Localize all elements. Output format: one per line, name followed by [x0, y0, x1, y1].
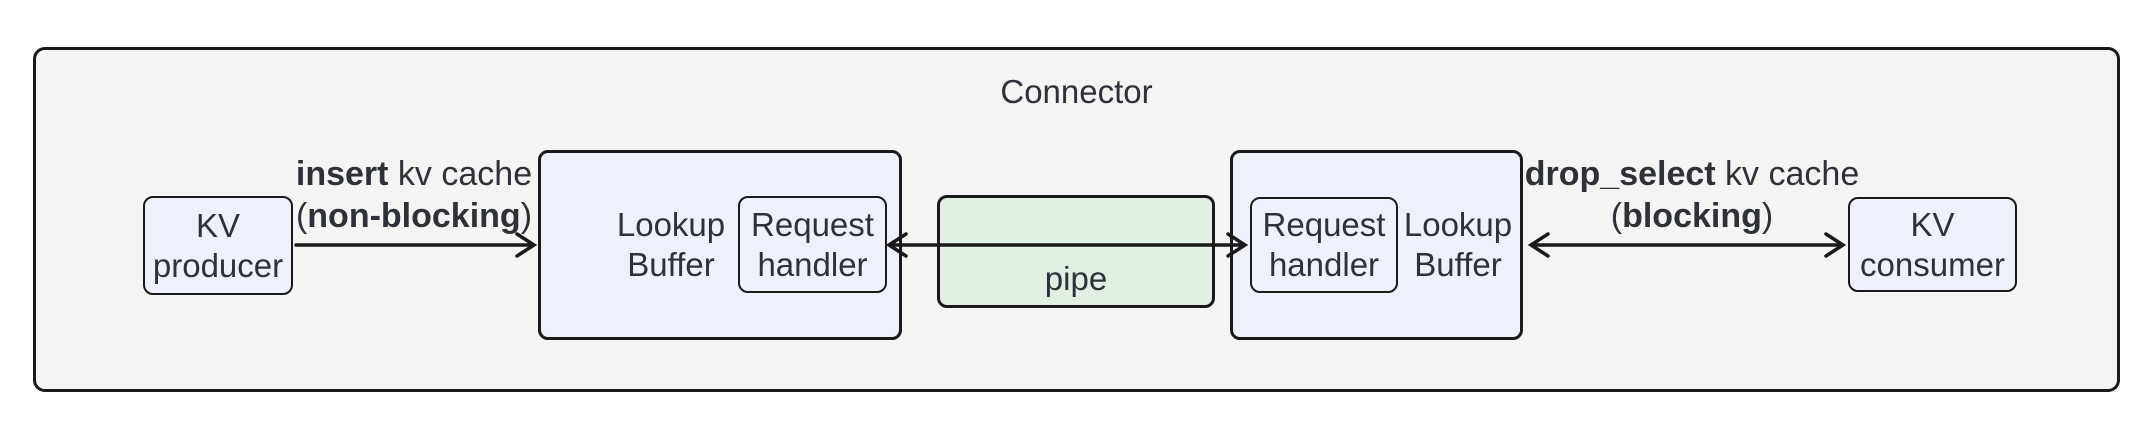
- lookup-buffer-right-label: Lookup Buffer: [1383, 153, 1533, 337]
- drop-select-rest-text: kv cache: [1715, 155, 1860, 193]
- paren-open: (: [295, 197, 308, 235]
- request-handler-right-label-line2: handler: [1268, 246, 1380, 283]
- insert-edge-label: insert kv cache (non-blocking): [214, 153, 614, 237]
- paren-close: ): [1761, 197, 1774, 235]
- insert-rest-text: kv cache: [388, 155, 533, 193]
- request-handler-left-node: Request handler: [738, 196, 887, 293]
- drop-select-edge-label: drop_select kv cache (blocking): [1492, 153, 1892, 237]
- request-handler-left-label-line2: handler: [757, 245, 868, 283]
- insert-edge-label-line1: insert kv cache: [214, 153, 614, 195]
- drop-select-edge-label-line1: drop_select kv cache: [1492, 153, 1892, 195]
- lookup-buffer-right-label-line1: Lookup: [1403, 206, 1513, 243]
- lookup-buffer-left-label-line1: Lookup: [616, 206, 726, 243]
- kv-consumer-label-line1: KV: [1910, 205, 1955, 243]
- paren-open: (: [1610, 197, 1623, 235]
- lookup-buffer-right-label-line2: Buffer: [1414, 246, 1502, 283]
- pipe-label: pipe: [1044, 260, 1108, 297]
- kv-producer-label-line2: producer: [152, 246, 284, 284]
- request-handler-right-label-line1: Request: [1262, 206, 1386, 243]
- blocking-keyword: blocking: [1622, 197, 1762, 235]
- drop-select-edge-label-line2: (blocking): [1492, 195, 1892, 237]
- request-handler-left-label-line1: Request: [751, 205, 874, 243]
- kv-consumer-label-line2: consumer: [1860, 245, 2005, 283]
- connector-title: Connector: [1000, 73, 1153, 110]
- paren-close: ): [520, 197, 533, 235]
- kv-producer-label-line1: KV: [195, 206, 241, 244]
- non-blocking-keyword: non-blocking: [307, 197, 521, 235]
- drop-select-keyword: drop_select: [1524, 155, 1716, 193]
- kv-consumer-node: KV consumer: [1848, 197, 2017, 292]
- kv-producer-node: KV producer: [143, 196, 293, 295]
- request-handler-right-node: Request handler: [1250, 197, 1398, 293]
- lookup-buffer-left-label-line2: Buffer: [627, 246, 715, 283]
- lookup-buffer-left-label: Lookup Buffer: [571, 153, 771, 337]
- insert-edge-label-line2: (non-blocking): [214, 195, 614, 237]
- insert-keyword: insert: [295, 155, 389, 193]
- pipe-node: pipe: [937, 195, 1215, 308]
